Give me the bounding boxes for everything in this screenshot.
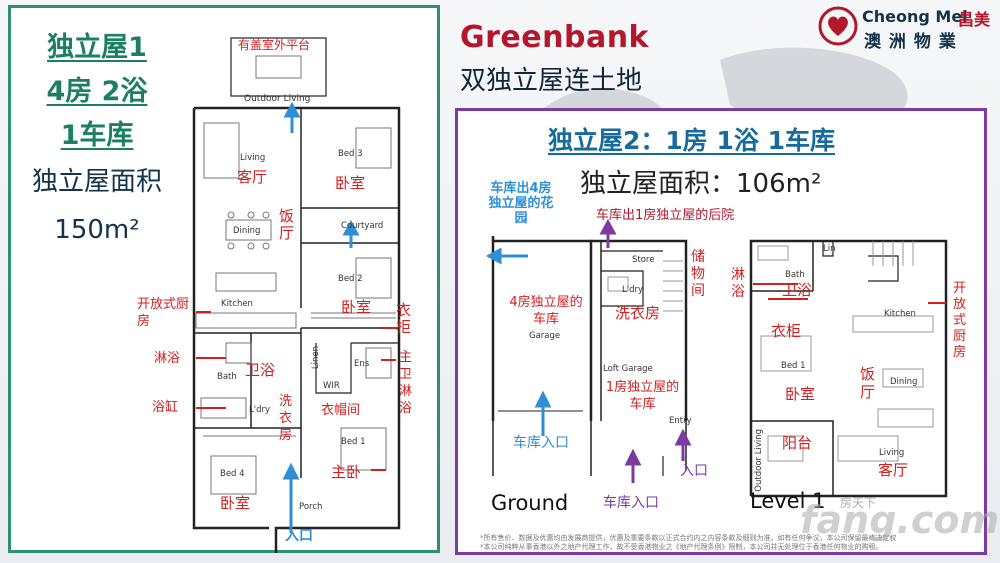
house2-floorplan: [485, 218, 948, 498]
house2-kitchen-label: Kitchen: [884, 309, 916, 319]
house2-garage-1bed-label: 1房独立屋的车库: [605, 380, 680, 412]
house1-bed2-cn-label: 卧室: [341, 298, 372, 316]
house1-entrance-cn-label: 入口: [285, 528, 313, 544]
house2-ldry-label: L'dry: [622, 285, 643, 295]
house1-stats: 独立屋1 4房 2浴 1车库 独立屋面积 150m²: [11, 26, 183, 254]
house2-bed1-label: Bed 1: [781, 361, 806, 371]
house1-ensuite-cn-label: 主卫淋浴: [399, 350, 413, 416]
house2-panel: 独立屋2：1房 1浴 1车库 独立屋面积：106m²: [455, 108, 987, 555]
house2-bath-label: Bath: [785, 270, 805, 280]
house1-panel: 独立屋1 4房 2浴 1车库 独立屋面积 150m²: [8, 5, 440, 553]
house2-living-cn-label: 客厅: [878, 461, 909, 479]
house2-outdoor-living-label: Outdoor Living: [754, 429, 764, 492]
house1-bath-label: Bath: [217, 372, 237, 382]
brand-logo: Cheong Mei 昌美 澳 洲 物 業: [818, 4, 996, 52]
house2-garage-exit-backyard-label: 车库出1房独立屋的后院: [596, 208, 735, 223]
heart-logo-icon: [818, 6, 858, 46]
house2-bedroom-cn-label: 卧室: [785, 385, 816, 403]
house1-stat-garage: 1车库: [60, 120, 134, 151]
house2-store-label: Store: [632, 255, 655, 265]
fang-watermark-logo: fang.com: [800, 498, 1000, 542]
house1-area-label: 独立屋面积: [31, 167, 162, 197]
house1-courtyard-label: Courtyard: [341, 221, 384, 231]
house1-living-label: Living: [240, 153, 266, 163]
house1-ldry-label: L'dry: [249, 405, 270, 415]
house2-dining-cn-label: 饭厅: [860, 365, 876, 401]
project-title: Greenbank: [460, 20, 649, 55]
house1-bed2-label: Bed 2: [338, 274, 363, 284]
house2-living-label: Living: [879, 448, 905, 458]
house2-balcony-cn-label: 阳台: [782, 434, 813, 452]
disclaimer-line-1: *所有售价、数据及优惠均由发展商提供，优惠及重要条款以正式合约内之内容条款及细则…: [480, 534, 897, 542]
house1-stat-name: 独立屋1: [47, 32, 147, 63]
house1-bed3-label: Bed 3: [338, 149, 363, 159]
house1-bed4-cn-label: 卧室: [220, 494, 251, 512]
house2-loft-garage-label: Loft Garage: [603, 364, 653, 374]
house1-wardrobe-cn-label: 衣柜: [396, 301, 412, 336]
house2-entry-label: Entry: [669, 416, 692, 426]
house1-shower-cn-label: 淋浴: [154, 351, 181, 366]
logo-brand-cn-bottom: 澳 洲 物 業: [864, 32, 957, 52]
house2-title: 独立屋2：1房 1浴 1车库: [548, 126, 835, 155]
house1-bathroom-cn-label: 卫浴: [245, 361, 276, 379]
house2-garage-label: Garage: [529, 331, 561, 341]
house1-living-cn-label: 客厅: [237, 168, 268, 186]
house1-ens-label: Ens: [354, 359, 370, 369]
house1-stat-rooms: 4房 2浴: [46, 76, 148, 107]
house2-ground-label: Ground: [491, 491, 569, 515]
house2-garage-entrance-purple-label: 车库入口: [603, 495, 659, 511]
house2-laundry-cn-label: 洗衣房: [615, 304, 661, 322]
house2-garage-4bed-label: 4房独立屋的车库: [509, 295, 583, 327]
house1-wir-cn-label: 衣帽间: [321, 403, 361, 418]
disclaimer-line-2: *本公司纯粹从事香港以外之地产代理工作，故不受香港物业之《地产代理条例》限制，本…: [480, 543, 883, 551]
house2-level1-label: Level 1: [750, 489, 826, 513]
fang-watermark-tag: 房天下: [840, 496, 877, 510]
house1-dining-cn-label: 饭厅: [279, 207, 295, 242]
project-subtitle: 双独立屋连土地: [460, 66, 643, 96]
house1-area-value: 150m²: [54, 215, 140, 245]
house1-bed3-cn-label: 卧室: [335, 174, 366, 192]
house1-open-kitchen-cn-label: 开放式厨房: [137, 297, 190, 329]
house2-open-kitchen-cn-label: 开放式厨房: [953, 281, 967, 360]
house1-bed4-label: Bed 4: [220, 469, 245, 479]
house1-master-cn-label: 主卧: [331, 463, 362, 481]
house1-outdoor-living-label: Outdoor Living: [244, 94, 311, 104]
house2-wardrobe-cn-label: 衣柜: [771, 322, 802, 340]
house1-bathtub-cn-label: 浴缸: [152, 400, 179, 415]
house1-floorplan: [192, 37, 401, 553]
house2-garage-exit-main-label: 车库出4房独立屋的花园: [488, 181, 554, 226]
house1-linen-label: Linen: [311, 346, 321, 370]
disclaimer-footnote: *所有售价、数据及优惠均由发展商提供，优惠及重要条款以正式合约内之内容条款及细则…: [480, 534, 980, 552]
logo-brand-cn-top: 昌美: [958, 10, 991, 29]
house2-lin-label: Lin: [823, 244, 836, 254]
house2-garage-entrance-blue-label: 车库入口: [513, 435, 569, 451]
house1-porch-label: Porch: [299, 502, 323, 512]
house1-bed1-label: Bed 1: [341, 437, 366, 447]
house1-laundry-cn-label: 洗衣房: [279, 394, 293, 443]
house2-entrance-cn-label: 入口: [680, 463, 708, 479]
house2-storage-cn-label: 储物间: [691, 249, 705, 299]
house1-dining-label: Dining: [233, 226, 261, 236]
logo-brand-en: Cheong Mei: [862, 7, 968, 26]
house2-shower-cn-label: 淋浴: [731, 267, 745, 300]
house1-covered-deck-label: 有盖室外平台: [238, 38, 311, 52]
house2-dining-label: Dining: [890, 377, 918, 387]
house2-bathroom-cn-label: 卫浴: [782, 281, 813, 299]
house1-wir-label: WIR: [323, 381, 340, 391]
house2-area: 独立屋面积：106m²: [580, 169, 822, 199]
house1-kitchen-label: Kitchen: [221, 299, 253, 309]
